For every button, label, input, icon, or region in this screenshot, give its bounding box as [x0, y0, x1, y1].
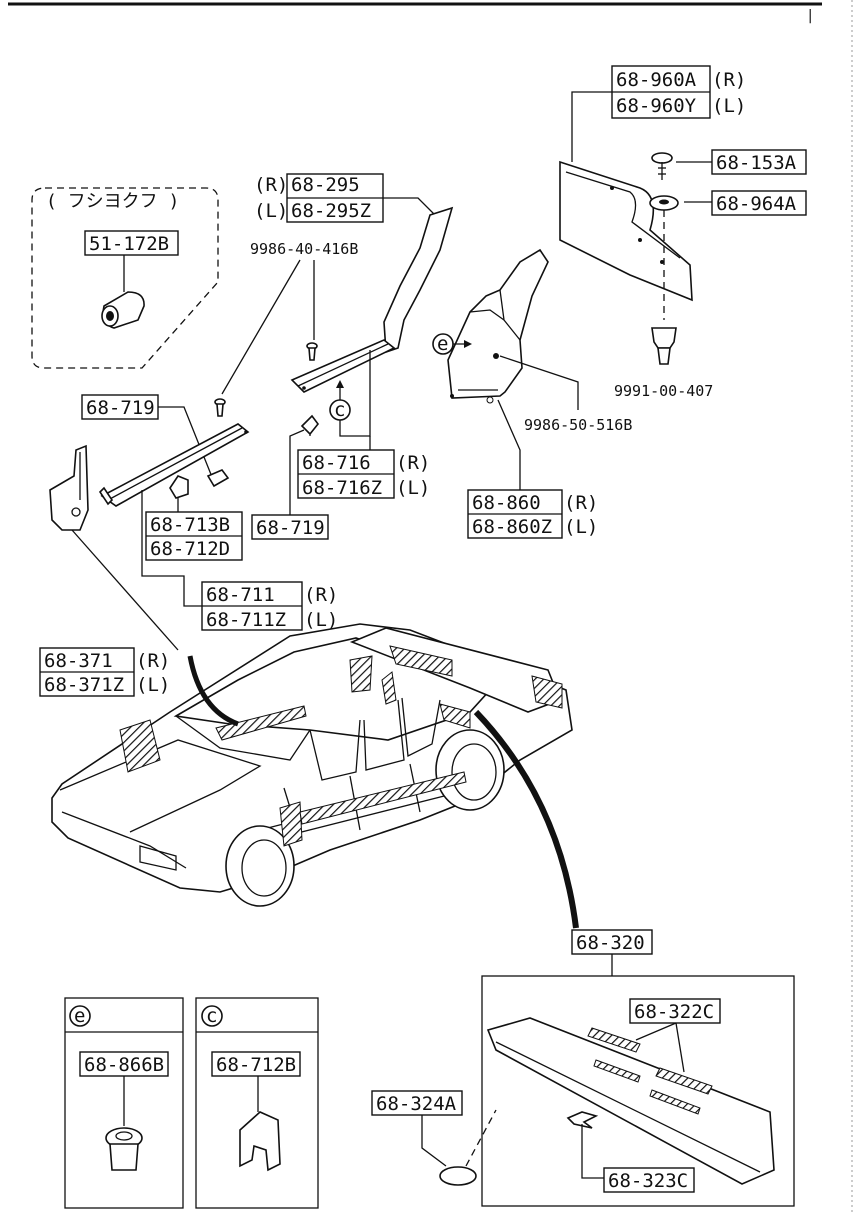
side-r-860: (R) — [564, 492, 598, 514]
kick-panel-68-371: 68-371 (R) 68-371Z (L) — [39, 444, 179, 697]
part-9986-40-416b: 9986-40-416B — [250, 240, 358, 258]
leader-arc-right — [473, 709, 579, 929]
part-68-960a: 68-960A — [616, 69, 697, 91]
part-68-711: 68-711 — [206, 584, 275, 606]
side-l-371z: (L) — [136, 674, 170, 696]
part-68-322c: 68-322C — [634, 1001, 714, 1023]
detail-c-part: 68-712B — [216, 1054, 296, 1076]
marker-e-pillar: e — [437, 333, 448, 355]
side-r-711: (R) — [304, 584, 338, 606]
side-r-716: (R) — [396, 452, 430, 474]
detail-box-e: e 68-866B — [64, 997, 184, 1209]
detail-e-part: 68-866B — [84, 1054, 164, 1076]
leader-arc-left — [187, 655, 239, 727]
clip-c-assembly: c 68-716 (R) 68-716Z (L) — [297, 350, 430, 499]
detail-c-marker: c — [206, 1005, 217, 1027]
detail-e-marker: e — [74, 1005, 85, 1027]
part-68-371: 68-371 — [44, 650, 113, 672]
part-68-295: 68-295 — [291, 174, 360, 196]
quarter-trim-upper: 68-960A (R) 68-960Y (L) — [559, 65, 746, 302]
part-68-323c: 68-323C — [608, 1170, 688, 1192]
option-group: ( フシヨクフ ) 51-172B — [31, 187, 219, 369]
grommet-part — [101, 291, 145, 329]
part-68-860: 68-860 — [472, 492, 541, 514]
side-l-295z: (L) — [254, 200, 288, 222]
header-mark: | — [806, 8, 814, 24]
detail-box-c: c 68-712B — [195, 997, 319, 1209]
side-l-711z: (L) — [304, 609, 338, 631]
part-68-713b: 68-713B — [150, 514, 230, 536]
washer-68-964a: 68-964A — [649, 190, 807, 320]
part-68-960y: 68-960Y — [616, 95, 697, 117]
side-r-960a: (R) — [712, 69, 746, 91]
option-label: ( フシヨクフ ) — [46, 191, 179, 212]
part-9986-50-516b: 9986-50-516B — [524, 416, 632, 434]
part-68-719-mid: 68-719 — [256, 517, 325, 539]
part-68-719-left: 68-719 — [86, 397, 155, 419]
part-68-371z: 68-371Z — [44, 674, 124, 696]
fastener-9991-00-407: 9991-00-407 — [614, 327, 713, 400]
marker-c-mid: c — [334, 399, 345, 421]
part-68-716z: 68-716Z — [302, 477, 382, 499]
part-68-860z: 68-860Z — [472, 516, 552, 538]
part-68-711z: 68-711Z — [206, 609, 286, 631]
side-l-716z: (L) — [396, 477, 430, 499]
part-68-153a: 68-153A — [716, 152, 797, 174]
part-9991-00-407: 9991-00-407 — [614, 382, 713, 400]
part-68-324a: 68-324A — [376, 1093, 457, 1115]
part-68-964a: 68-964A — [716, 193, 797, 215]
scuff-plate-68-711: 68-719 68-713B 68-712D 68-719 68-711 (R)… — [81, 394, 338, 631]
part-51-172b: 51-172B — [89, 233, 169, 255]
side-r-371: (R) — [136, 650, 170, 672]
part-68-295z: 68-295Z — [291, 200, 371, 222]
part-68-716: 68-716 — [302, 452, 371, 474]
side-r-295: (R) — [254, 174, 288, 196]
part-68-320: 68-320 — [576, 932, 645, 954]
part-68-712d: 68-712D — [150, 538, 230, 560]
side-l-860z: (L) — [564, 516, 598, 538]
clip-68-153a: 68-153A — [651, 149, 807, 180]
package-tray-68-320: 68-320 68-322C 68-324A 68-323C — [371, 929, 795, 1207]
side-l-960y: (L) — [712, 95, 746, 117]
pillar-trim-68-295: (R) 68-295 (L) 68-295Z — [254, 173, 454, 393]
screw-9986-40-416b: 9986-40-416B — [214, 240, 358, 417]
car-illustration — [51, 623, 573, 907]
pillar-trim-68-860: e 9986-50-516B 68-860 (R) 68-860Z (L) — [432, 248, 632, 539]
